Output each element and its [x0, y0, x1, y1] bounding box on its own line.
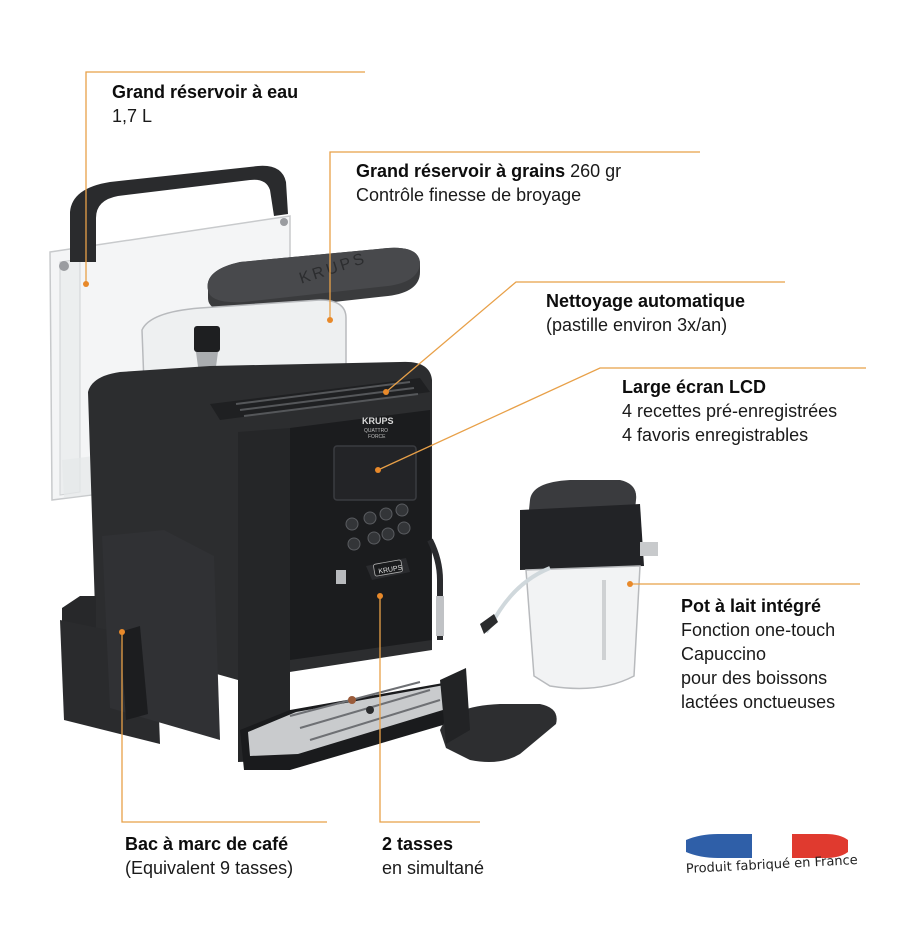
- callout-title: Grand réservoir à grains: [356, 161, 566, 181]
- callout-detail: Contrôle finesse de broyage: [356, 185, 582, 205]
- callout-detail: pour des boissons: [681, 668, 828, 688]
- callout-grounds-container: Bac à marc de café (Equivalent 9 tasses): [125, 832, 293, 880]
- callout-title: Large écran LCD: [622, 377, 767, 397]
- callout-lcd-screen: Large écran LCD 4 recettes pré-enregistr…: [622, 375, 837, 447]
- callout-lines: [85, 71, 866, 823]
- callout-line-water-tank: [85, 71, 365, 284]
- milk-jug-illustration: [480, 480, 658, 690]
- callout-dots: [83, 281, 633, 635]
- callout-detail: Capuccino: [681, 644, 767, 664]
- callout-water-tank: Grand réservoir à eau 1,7 L: [112, 80, 298, 128]
- callout-title: Bac à marc de café: [125, 834, 289, 854]
- callout-detail: en simultané: [382, 858, 485, 878]
- callout-line-lcd-screen: [377, 367, 866, 471]
- callout-title: Nettoyage automatique: [546, 291, 746, 311]
- callout-line-bean-hopper: [329, 151, 700, 320]
- callout-two-cups: 2 tasses en simultané: [382, 832, 484, 880]
- model-name-2: FORCE: [368, 434, 386, 440]
- callout-detail: Fonction one-touch: [681, 620, 836, 640]
- france-flag-icon: [686, 832, 848, 860]
- callout-title-suffix: 260 gr: [565, 161, 622, 181]
- callout-detail: 4 favoris enregistrables: [622, 425, 809, 445]
- bean-hopper-lid: KRUPS: [207, 247, 420, 313]
- callout-bean-hopper: Grand réservoir à grains 260 gr Contrôle…: [356, 159, 621, 207]
- model-name-1: QUATTRO: [364, 428, 388, 434]
- callout-detail: 4 recettes pré-enregistrées: [622, 401, 838, 421]
- callout-detail: (Equivalent 9 tasses): [125, 858, 294, 878]
- machine-logo: KRUPS: [362, 416, 394, 426]
- callout-detail: 1,7 L: [112, 106, 153, 126]
- callout-detail: (pastille environ 3x/an): [546, 315, 728, 335]
- callout-line-two-cups: [379, 596, 480, 823]
- callout-line-auto-cleaning: [385, 281, 785, 393]
- drip-tray: [240, 668, 557, 770]
- callout-line-grounds-container: [121, 632, 327, 823]
- callout-auto-cleaning: Nettoyage automatique (pastille environ …: [546, 289, 745, 337]
- callout-title: Pot à lait intégré: [681, 596, 822, 616]
- callout-detail: lactées onctueuses: [681, 692, 836, 712]
- callout-title: Grand réservoir à eau: [112, 82, 299, 102]
- grounds-container: [60, 530, 220, 744]
- callout-title: 2 tasses: [382, 834, 454, 854]
- spout-logo: KRUPS: [378, 565, 403, 576]
- callout-milk-jug: Pot à lait intégré Fonction one-touch Ca…: [681, 594, 835, 714]
